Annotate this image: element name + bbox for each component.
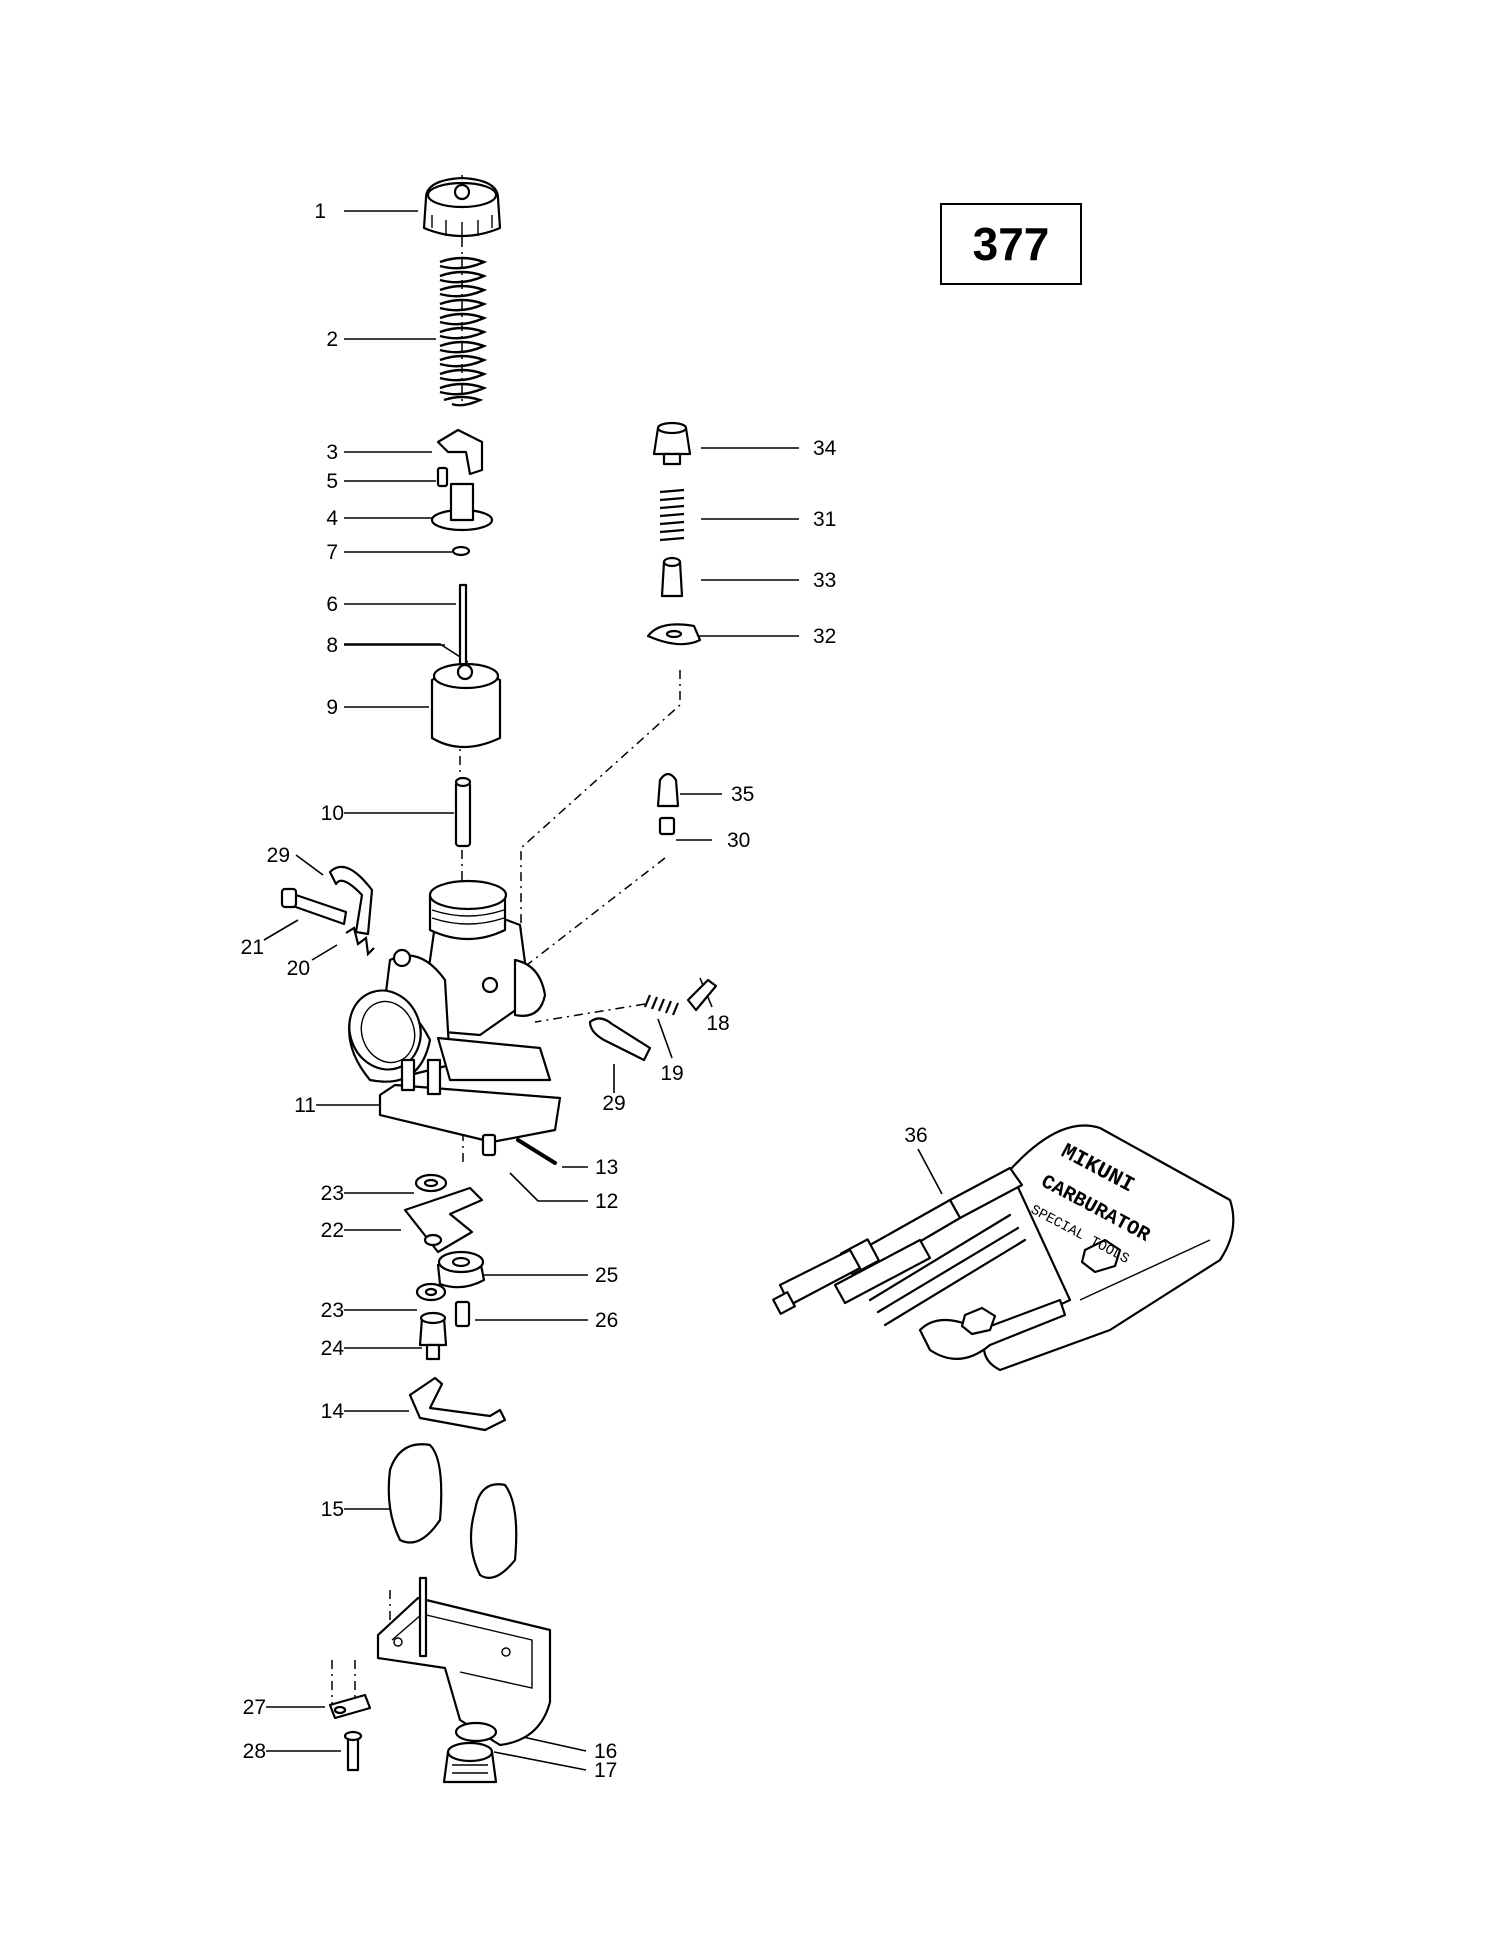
callout-29-upper: 29: [267, 844, 290, 867]
callout-22: 22: [321, 1219, 344, 1242]
callout-21: 21: [241, 936, 264, 959]
callout-8: 8: [326, 634, 338, 657]
callout-6: 6: [326, 593, 338, 616]
callout-28: 28: [243, 1740, 266, 1763]
leader-lines: [263, 210, 943, 1771]
float-bowl: [376, 1576, 552, 1747]
washer-part-23-lower: [415, 1282, 447, 1302]
callout-31: 31: [813, 508, 836, 531]
air-screw-part-21: [280, 887, 348, 926]
callout-4: 4: [326, 507, 338, 530]
needle-jet-part-10: [454, 776, 472, 848]
callout-5: 5: [326, 470, 338, 493]
washer-part-23-upper: [414, 1173, 448, 1193]
cap-part-35: [656, 772, 680, 808]
callout-13: 13: [595, 1156, 618, 1179]
callout-26: 26: [595, 1309, 618, 1332]
throttle-valve-part-9: [430, 662, 502, 748]
cap-part-1: [422, 176, 502, 238]
callout-16: 16: [594, 1740, 617, 1763]
carburetor-body-part-11: [348, 879, 562, 1144]
callout-30: 30: [727, 829, 750, 852]
callout-33: 33: [813, 569, 836, 592]
jet-part-12: [481, 1133, 497, 1157]
callout-3: 3: [326, 441, 338, 464]
tool-kit-part-36: MIKUNI CARBURATOR SPECIAL TOOLS: [772, 1124, 1235, 1372]
screw-part-5: [436, 466, 449, 488]
spring-part-2: [439, 256, 488, 407]
plunger-part-33: [660, 556, 684, 598]
callout-24: 24: [321, 1337, 345, 1360]
pin-part-13: [516, 1138, 557, 1165]
callout-9: 9: [326, 696, 338, 719]
callout-1: 1: [314, 200, 326, 223]
callout-11: 11: [294, 1094, 316, 1117]
callout-10: 10: [321, 802, 344, 825]
hose-part-29-lower: [588, 1017, 652, 1062]
washer-part-32: [646, 623, 702, 646]
callout-18: 18: [706, 1012, 729, 1035]
callout-labels: 1 2 3 5 4 7 6 8 9 10 29 21 20 11 23 22 2…: [241, 200, 928, 1782]
reference-number-box: 377: [940, 203, 1082, 285]
clip-part-7: [451, 545, 471, 557]
callout-14: 14: [321, 1400, 345, 1423]
callout-35: 35: [731, 783, 754, 806]
callout-32: 32: [813, 625, 836, 648]
plate-part-27: [328, 1693, 372, 1720]
callout-7: 7: [326, 541, 338, 564]
callout-34: 34: [813, 437, 837, 460]
callout-12: 12: [595, 1190, 618, 1213]
fitting-part-30: [658, 816, 676, 836]
callout-15: 15: [321, 1498, 344, 1521]
callout-20: 20: [287, 957, 310, 980]
clip-part-3: [436, 428, 484, 476]
spring-part-20: [345, 926, 375, 957]
gasket-part-22: [403, 1186, 484, 1254]
callout-17: 17: [594, 1759, 617, 1782]
callout-27: 27: [243, 1696, 266, 1719]
callout-25: 25: [595, 1264, 618, 1287]
callout-23-upper: 23: [321, 1182, 344, 1205]
plate-part-4: [430, 482, 494, 532]
cap-part-34: [652, 421, 692, 466]
main-jet-part-24: [418, 1311, 448, 1361]
screw-part-18: [686, 978, 718, 1012]
o-ring-part-16: [454, 1721, 498, 1743]
spring-part-19: [643, 994, 680, 1016]
float-part-15: [387, 1443, 518, 1579]
float-pin-part-26: [454, 1300, 471, 1328]
callout-36: 36: [904, 1124, 927, 1147]
callout-2: 2: [326, 328, 338, 351]
screw-part-28: [343, 1730, 363, 1772]
float-arm-part-14: [408, 1376, 507, 1432]
drain-plug-part-17: [442, 1741, 498, 1784]
callout-29-lower: 29: [602, 1092, 625, 1115]
reference-number: 377: [972, 218, 1050, 270]
hose-part-29-upper: [328, 865, 374, 936]
spring-part-31: [659, 488, 685, 542]
float-valve-seat-part-25: [436, 1250, 486, 1289]
callout-19: 19: [660, 1062, 683, 1085]
callout-23-lower: 23: [321, 1299, 344, 1322]
